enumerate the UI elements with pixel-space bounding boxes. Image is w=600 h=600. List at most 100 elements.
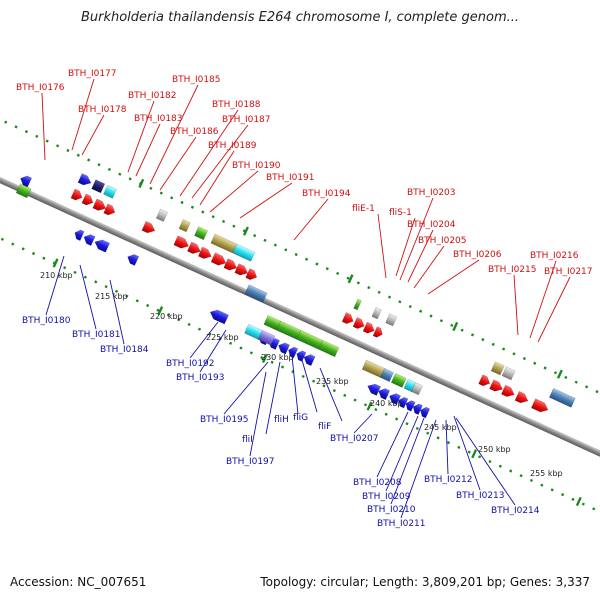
- gene-block[interactable]: [371, 307, 382, 320]
- reverse-gene[interactable]: [404, 399, 416, 412]
- forward-gene[interactable]: [362, 321, 376, 335]
- reverse-gene-label[interactable]: BTH_I0181: [72, 330, 121, 340]
- forward-gene-label[interactable]: BTH_I0215: [488, 265, 537, 275]
- reverse-gene-label[interactable]: BTH_I0213: [456, 491, 505, 501]
- reverse-gene-label[interactable]: BTH_I0180: [22, 316, 71, 326]
- reverse-gene-label[interactable]: BTH_I0184: [100, 345, 149, 355]
- reverse-gene[interactable]: [18, 174, 33, 188]
- forward-gene-label[interactable]: BTH_I0186: [170, 127, 219, 137]
- forward-gene[interactable]: [70, 188, 84, 202]
- reverse-gene-label[interactable]: fliG: [293, 413, 308, 423]
- forward-gene-label[interactable]: BTH_I0176: [16, 83, 65, 93]
- reverse-gene-label[interactable]: BTH_I0193: [176, 373, 225, 383]
- forward-gene-label[interactable]: BTH_I0178: [78, 105, 127, 115]
- forward-gene[interactable]: [352, 317, 366, 330]
- forward-gene[interactable]: [141, 220, 157, 235]
- reverse-gene-label[interactable]: BTH_I0214: [491, 506, 540, 516]
- reverse-gene-label[interactable]: BTH_I0195: [200, 415, 249, 425]
- reverse-gene-label[interactable]: BTH_I0207: [330, 434, 379, 444]
- gene-block[interactable]: [178, 219, 191, 233]
- forward-gene-label[interactable]: BTH_I0189: [208, 141, 257, 151]
- reverse-gene[interactable]: [302, 352, 316, 367]
- forward-gene[interactable]: [210, 252, 228, 268]
- forward-gene-label[interactable]: BTH_I0188: [212, 100, 261, 110]
- gene-block[interactable]: [490, 361, 505, 376]
- forward-gene[interactable]: [500, 384, 516, 399]
- gene-block[interactable]: [103, 184, 118, 199]
- gene-block[interactable]: [410, 382, 424, 396]
- gene-block[interactable]: [244, 284, 268, 303]
- reverse-gene[interactable]: [286, 345, 299, 359]
- reverse-gene[interactable]: [93, 237, 111, 253]
- gene-block[interactable]: [276, 320, 302, 340]
- gene-block[interactable]: [296, 329, 323, 350]
- forward-gene[interactable]: [77, 173, 93, 187]
- gene-block[interactable]: [318, 339, 340, 358]
- reverse-gene[interactable]: [411, 402, 423, 415]
- gene-block[interactable]: [501, 366, 516, 381]
- gene-block[interactable]: [155, 208, 168, 222]
- gene-block[interactable]: [361, 359, 385, 378]
- forward-gene[interactable]: [489, 379, 504, 394]
- forward-gene-label[interactable]: BTH_I0203: [407, 188, 456, 198]
- reverse-gene[interactable]: [377, 386, 391, 401]
- reverse-gene-label[interactable]: BTH_I0212: [424, 475, 473, 485]
- forward-gene-label[interactable]: BTH_I0204: [407, 220, 456, 230]
- reverse-gene[interactable]: [387, 391, 402, 406]
- forward-gene[interactable]: [234, 263, 250, 278]
- reverse-gene[interactable]: [126, 252, 140, 266]
- reverse-gene-label[interactable]: fliF: [318, 422, 331, 432]
- forward-gene-label[interactable]: BTH_I0216: [530, 251, 579, 261]
- forward-gene-label[interactable]: BTH_I0191: [266, 173, 315, 183]
- forward-gene[interactable]: [531, 398, 550, 415]
- reverse-gene[interactable]: [73, 228, 85, 241]
- forward-gene-label[interactable]: BTH_I0190: [232, 161, 281, 171]
- reverse-gene-label[interactable]: fliH: [274, 415, 289, 425]
- forward-gene[interactable]: [92, 198, 108, 213]
- forward-gene[interactable]: [478, 374, 492, 388]
- forward-gene-label[interactable]: fliE-1: [352, 204, 375, 214]
- reverse-gene-label[interactable]: BTH_I0209: [362, 492, 411, 502]
- forward-gene-label[interactable]: BTH_I0182: [128, 91, 177, 101]
- gene-block[interactable]: [548, 387, 576, 408]
- forward-gene[interactable]: [187, 241, 202, 256]
- forward-gene-label[interactable]: BTH_I0217: [544, 267, 593, 277]
- reverse-gene[interactable]: [82, 232, 96, 246]
- reverse-gene[interactable]: [397, 396, 409, 409]
- reverse-gene-label[interactable]: BTH_I0208: [353, 478, 402, 488]
- forward-gene[interactable]: [223, 258, 239, 273]
- forward-gene[interactable]: [173, 235, 191, 251]
- forward-gene[interactable]: [197, 246, 213, 261]
- reverse-gene-label[interactable]: BTH_I0192: [166, 359, 215, 369]
- reverse-gene-label[interactable]: BTH_I0197: [226, 457, 275, 467]
- reverse-gene-label[interactable]: BTH_I0210: [367, 505, 416, 515]
- gene-block[interactable]: [210, 233, 238, 254]
- forward-gene[interactable]: [372, 326, 384, 339]
- reverse-gene[interactable]: [418, 406, 431, 419]
- gene-block[interactable]: [194, 226, 209, 241]
- gene-block[interactable]: [91, 179, 106, 194]
- gene-block[interactable]: [257, 329, 276, 346]
- forward-gene-label[interactable]: BTH_I0206: [453, 250, 502, 260]
- forward-gene-label[interactable]: BTH_I0194: [302, 189, 351, 199]
- reverse-gene[interactable]: [295, 349, 307, 362]
- gene-block[interactable]: [353, 298, 362, 311]
- gene-block[interactable]: [380, 368, 394, 382]
- forward-gene-label[interactable]: BTH_I0185: [172, 75, 221, 85]
- reverse-gene[interactable]: [276, 341, 290, 355]
- gene-block[interactable]: [232, 243, 256, 262]
- forward-gene-label[interactable]: BTH_I0183: [134, 114, 183, 124]
- gene-block[interactable]: [390, 373, 407, 388]
- forward-gene[interactable]: [81, 193, 95, 207]
- gene-block[interactable]: [385, 313, 398, 327]
- reverse-gene-label[interactable]: fliI: [242, 435, 253, 445]
- forward-gene[interactable]: [103, 203, 117, 217]
- forward-gene[interactable]: [341, 312, 355, 326]
- reverse-gene[interactable]: [208, 307, 229, 325]
- forward-gene-label[interactable]: BTH_I0177: [68, 69, 117, 79]
- reverse-gene[interactable]: [366, 381, 381, 396]
- forward-gene[interactable]: [514, 390, 530, 405]
- forward-gene-label[interactable]: fliS-1: [389, 208, 412, 218]
- forward-gene[interactable]: [245, 268, 259, 282]
- forward-gene-label[interactable]: BTH_I0187: [222, 115, 271, 125]
